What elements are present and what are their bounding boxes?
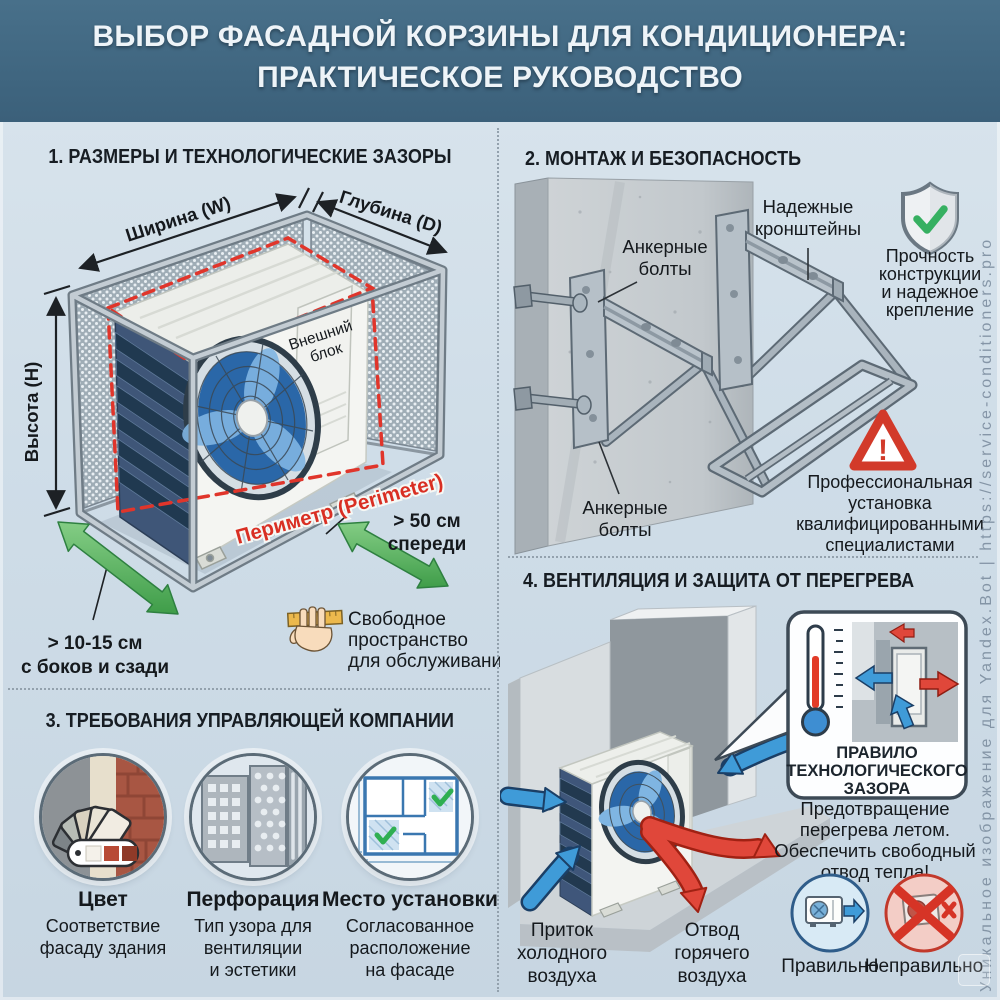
brackets-label-2: кронштейны bbox=[755, 218, 861, 239]
hot-air-label-1: Отвод bbox=[685, 920, 740, 941]
front-gap-label-1: > 50 см bbox=[393, 511, 460, 532]
diagonal-braces bbox=[601, 287, 912, 489]
hot-air-arrows bbox=[640, 816, 781, 913]
left-row-divider bbox=[8, 688, 490, 690]
side-clearance-arrow bbox=[57, 521, 179, 615]
section1-diagram: Внешний блок bbox=[21, 186, 500, 678]
cold-air-label-3: воздуха bbox=[528, 966, 597, 987]
column-divider bbox=[497, 128, 499, 992]
anchor-bolts bbox=[513, 284, 592, 415]
color-title: Цвет bbox=[78, 888, 128, 911]
incorrect-label: Неправильно bbox=[865, 956, 983, 977]
rule-label-1: ПРАВИЛО bbox=[836, 744, 918, 762]
note-line-3: Обеспечить свободный bbox=[774, 840, 976, 861]
side-gap-label-1: > 10-15 см bbox=[48, 633, 143, 654]
svg-text:!: ! bbox=[878, 434, 888, 467]
front-clearance-arrow bbox=[337, 521, 449, 589]
logo-stamp bbox=[958, 954, 990, 986]
correct-icon bbox=[790, 873, 870, 953]
anchor-bolts-top-label-1: Анкерные bbox=[622, 236, 707, 257]
placement-icon bbox=[346, 753, 474, 881]
section3-heading: 3. ТРЕБОВАНИЯ УПРАВЛЯЮЩЕЙ КОМПАНИИ bbox=[45, 710, 455, 732]
service-space-icon bbox=[286, 606, 344, 652]
strength-label-1: Прочность bbox=[886, 246, 975, 266]
placement-title: Место установки bbox=[322, 888, 498, 911]
bracket-arms bbox=[603, 230, 844, 377]
anchor-bolts-bottom-label-2: болты bbox=[598, 519, 651, 540]
anchor-bolts-top-label-2: болты bbox=[638, 258, 691, 279]
professional-label-1: Профессиональная bbox=[807, 472, 972, 492]
side-gap-label-2: с боков и сзади bbox=[21, 657, 169, 678]
strength-label-4: крепление bbox=[886, 300, 974, 320]
depth-arrow bbox=[316, 199, 448, 255]
warning-triangle-icon: ! bbox=[849, 409, 917, 471]
rule-label-3: ЗАЗОРА bbox=[844, 780, 911, 798]
section4-diagram: ПРАВИЛО ТЕХНОЛОГИЧЕСКОГО ЗАЗОРА Предотвр… bbox=[500, 605, 983, 987]
color-caption: Цвет Соответствие фасаду здания bbox=[13, 888, 193, 959]
strength-label-2: конструкции bbox=[879, 264, 981, 284]
dimension-arrows bbox=[43, 187, 448, 621]
pointer-lines bbox=[597, 248, 809, 495]
width-arrow bbox=[78, 193, 297, 272]
hand-icon bbox=[289, 606, 333, 652]
section1-heading: 1. РАЗМЕРЫ И ТЕХНОЛОГИЧЕСКИЕ ЗАЗОРЫ bbox=[48, 146, 452, 168]
section4-heading: 4. ВЕНТИЛЯЦИЯ И ЗАЩИТА ОТ ПЕРЕГРЕВА bbox=[523, 570, 915, 592]
page-title-line2: ПРАКТИЧЕСКОЕ РУКОВОДСТВО bbox=[257, 61, 743, 94]
width-label: Ширина (W) bbox=[123, 192, 233, 246]
front-gap-label-2: спереди bbox=[388, 534, 467, 555]
service-label-3: для обслуживания bbox=[348, 651, 500, 672]
height-label: Высота (H) bbox=[21, 362, 42, 462]
gap-mini-diagram bbox=[852, 622, 960, 742]
right-row-divider bbox=[508, 556, 978, 558]
rule-label-2: ТЕХНОЛОГИЧЕСКОГО bbox=[786, 762, 968, 780]
professional-label-2: установка bbox=[848, 493, 933, 513]
color-icon bbox=[39, 753, 167, 881]
service-label-2: пространство bbox=[348, 630, 468, 651]
note-line-1: Предотвращение bbox=[800, 798, 949, 819]
thermometer-icon bbox=[801, 624, 843, 737]
page-title-line1: ВЫБОР ФАСАДНОЙ КОРЗИНЫ ДЛЯ КОНДИЦИОНЕРА: bbox=[92, 20, 908, 53]
section2-heading: 2. МОНТАЖ И БЕЗОПАСНОСТЬ bbox=[525, 148, 802, 170]
watermark: Уникальное изображение для Yandex.Bot | … bbox=[978, 236, 995, 992]
perforation-caption: Перфорация Тип узора для вентиляции и эс… bbox=[163, 888, 343, 981]
cold-air-label-2: холодного bbox=[517, 943, 607, 964]
service-label-1: Свободное bbox=[348, 609, 446, 630]
perforation-icon bbox=[189, 753, 317, 881]
perforation-title: Перфорация bbox=[186, 888, 320, 911]
incorrect-icon bbox=[884, 873, 964, 953]
correct-label: Правильно bbox=[781, 956, 879, 977]
unit-grille-slats bbox=[115, 331, 191, 532]
professional-label-3: квалифицированными bbox=[796, 514, 984, 534]
hot-air-label-2: горячего bbox=[674, 943, 749, 964]
cold-air-label-1: Приток bbox=[531, 920, 594, 941]
rule-callout-box: ПРАВИЛО ТЕХНОЛОГИЧЕСКОГО ЗАЗОРА bbox=[786, 610, 968, 800]
hot-air-label-3: воздуха bbox=[678, 966, 747, 987]
professional-label-4: специалистами bbox=[825, 535, 954, 555]
note-line-4: отвод тепла! bbox=[821, 861, 930, 882]
basket-frame bbox=[707, 359, 918, 498]
clearance-arrows bbox=[57, 521, 449, 615]
note-line-2: перегрева летом. bbox=[800, 819, 950, 840]
section2-diagram: Анкерные болты Надежные кронштейны Анкер… bbox=[513, 177, 984, 555]
title-band: ВЫБОР ФАСАДНОЙ КОРЗИНЫ ДЛЯ КОНДИЦИОНЕРА:… bbox=[0, 0, 1000, 122]
cold-air-arrows bbox=[500, 732, 798, 912]
anchor-bolts-bottom-label-1: Анкерные bbox=[582, 497, 667, 518]
placement-caption: Место установки Согласованное расположен… bbox=[315, 888, 505, 981]
brackets-label-1: Надежные bbox=[763, 196, 854, 217]
shield-check-icon bbox=[901, 181, 959, 256]
strength-label-3: и надежное bbox=[881, 282, 978, 302]
